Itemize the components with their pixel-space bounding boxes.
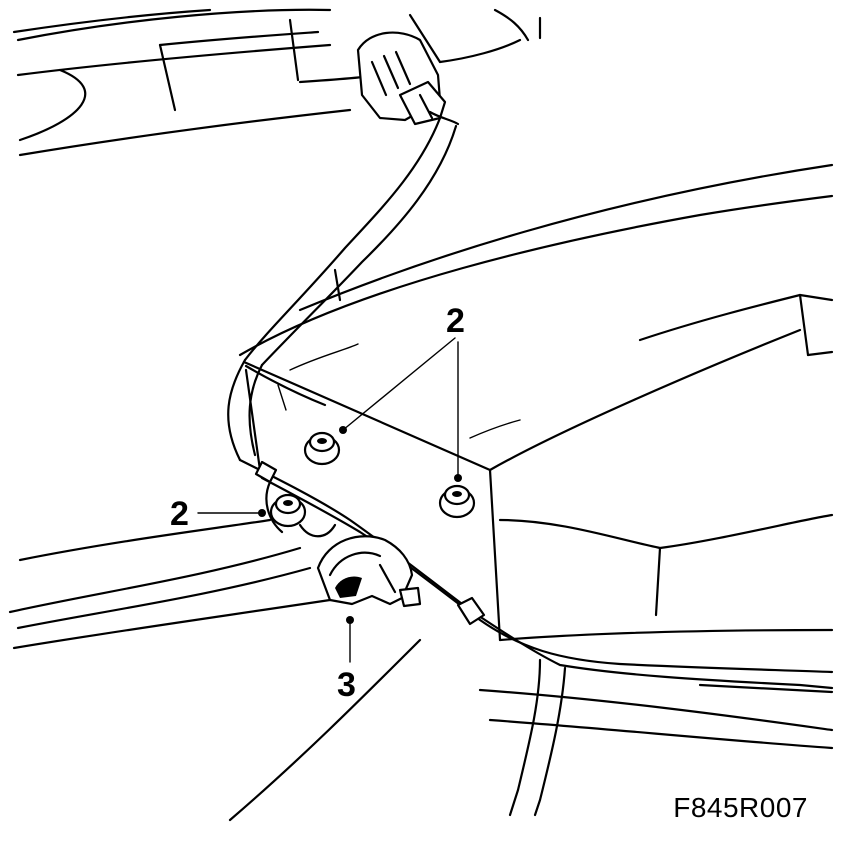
nut-upper-left	[303, 431, 341, 466]
electrical-connector	[356, 31, 460, 126]
figure-code: F845R007	[673, 792, 808, 823]
module-housing	[238, 163, 834, 642]
upper-bracket	[12, 8, 542, 157]
nut-upper-right	[438, 484, 476, 519]
leader-lines	[197, 337, 462, 663]
callout-label-nut-left: 2	[170, 495, 189, 533]
callout-label-clip: 3	[337, 666, 356, 704]
harness-clip	[316, 535, 422, 608]
sensor-wire	[227, 116, 458, 462]
callout-label-nuts-upper: 2	[446, 302, 465, 340]
floor-panel	[8, 518, 834, 822]
wiring-harness	[238, 458, 834, 817]
nut-left	[265, 480, 337, 538]
